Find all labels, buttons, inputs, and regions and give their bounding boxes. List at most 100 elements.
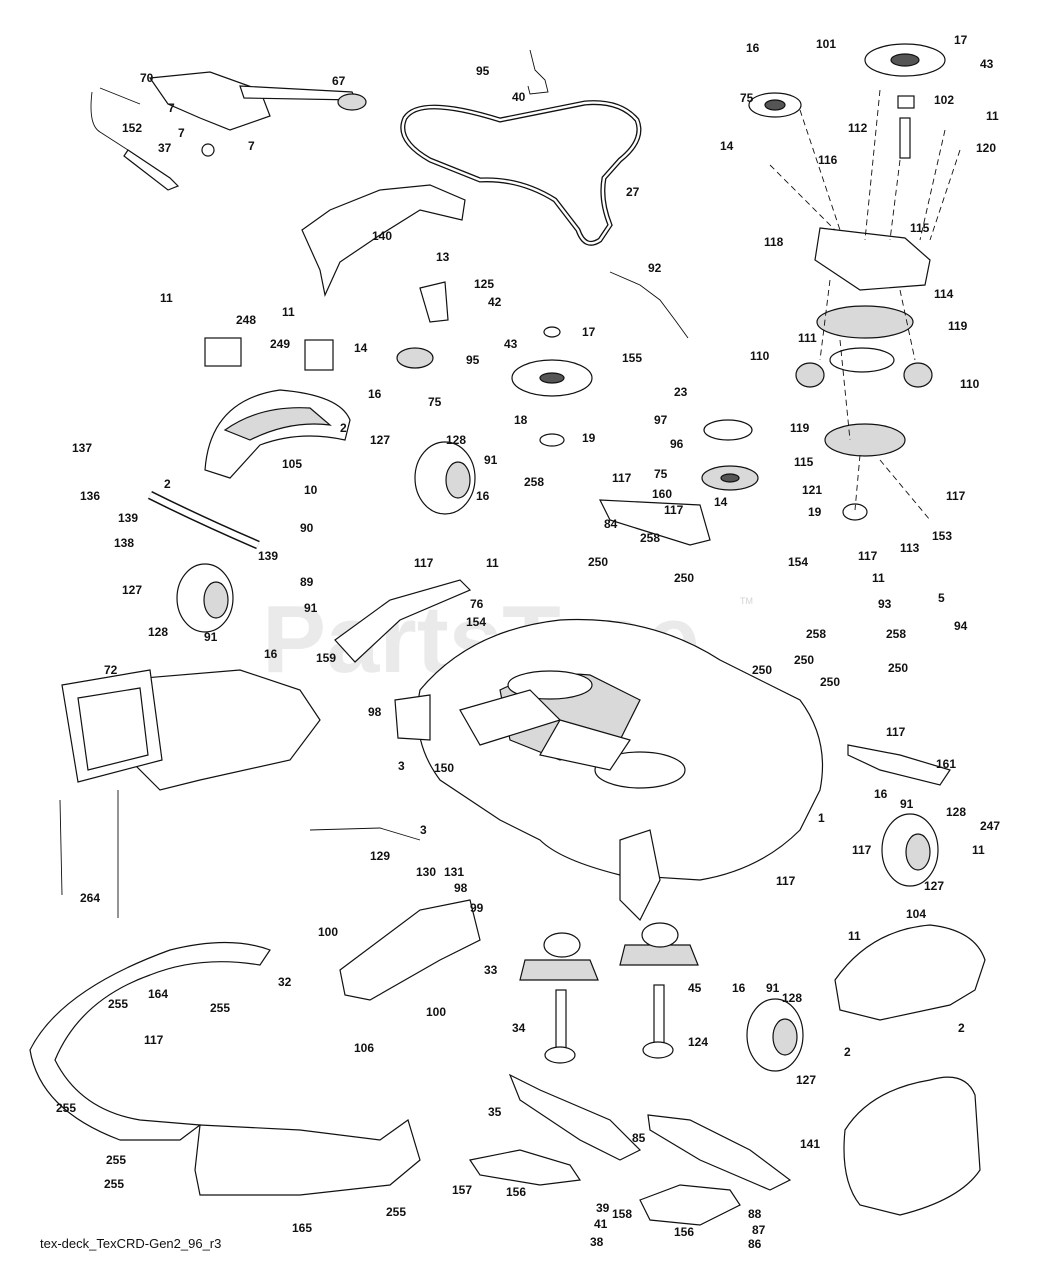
part-label: 23 [674, 385, 688, 399]
part-label: 43 [504, 337, 518, 351]
part-label: 14 [354, 341, 368, 355]
part-label: 117 [946, 489, 966, 503]
part-label: 155 [622, 351, 642, 365]
part-label: 115 [794, 455, 814, 469]
part-label: 70 [140, 71, 154, 85]
part-label: 255 [386, 1205, 406, 1219]
part-label: 5 [938, 591, 945, 605]
gauge-wheel-upper [414, 441, 476, 515]
part-label: 137 [72, 441, 92, 455]
part-label: 17 [582, 325, 596, 339]
part-label: 45 [688, 981, 702, 995]
part-label: 91 [484, 453, 498, 467]
part-labels: 70 67 7 7 152 37 7 95 40 27 16 101 17 43… [56, 33, 1000, 1251]
part-label: 124 [688, 1035, 708, 1049]
gauge-wheel-lower [746, 998, 804, 1072]
part-label: 11 [282, 305, 295, 319]
part-label: 139 [258, 549, 278, 563]
watermark-tm: TM [740, 596, 753, 606]
gauge-wheel-left [176, 563, 234, 633]
part-label: 113 [900, 541, 920, 555]
part-label: 115 [910, 221, 930, 235]
part-label: 96 [670, 437, 684, 451]
part-label: 255 [56, 1101, 76, 1115]
part-label: 140 [372, 229, 392, 243]
part-label: 119 [948, 319, 968, 333]
part-label: 110 [750, 349, 770, 363]
rod [309, 827, 421, 841]
part-label: 16 [746, 41, 760, 55]
deflector-lower [843, 1076, 981, 1216]
part-label: 117 [664, 503, 684, 517]
part-label: 11 [972, 843, 985, 857]
part-label: 250 [794, 653, 814, 667]
part-label: 125 [474, 277, 494, 291]
part-label: 98 [454, 881, 468, 895]
part-label: 255 [108, 997, 128, 1011]
part-label: 94 [954, 619, 968, 633]
part-label: 72 [104, 663, 118, 677]
part-label: 38 [590, 1235, 604, 1249]
spindles [519, 922, 699, 1064]
part-label: 160 [652, 487, 672, 501]
part-label: 138 [114, 536, 134, 550]
part-label: 250 [888, 661, 908, 675]
part-label: 105 [282, 457, 302, 471]
part-label: 156 [674, 1225, 694, 1239]
part-label: 102 [934, 93, 954, 107]
gearbox-stack [748, 43, 961, 521]
part-label: 258 [640, 531, 660, 545]
part-label: 39 [596, 1201, 610, 1215]
part-label: 43 [980, 57, 994, 71]
part-label: 152 [122, 121, 142, 135]
mower-deck [394, 618, 823, 922]
part-label: 250 [674, 571, 694, 585]
part-label: 114 [934, 287, 954, 301]
part-label: 117 [852, 843, 872, 857]
part-label: 91 [304, 601, 318, 615]
part-label: 14 [714, 495, 728, 509]
part-label: 27 [626, 185, 640, 199]
part-label: 248 [236, 313, 256, 327]
part-label: 16 [476, 489, 490, 503]
lift-lever-assembly [90, 71, 367, 191]
part-label: 100 [318, 925, 338, 939]
part-label: 98 [368, 705, 382, 719]
center-pulley [511, 326, 593, 447]
part-label: 1 [818, 811, 825, 825]
part-label: 255 [210, 1001, 230, 1015]
part-label: 117 [776, 874, 796, 888]
part-label: 127 [924, 879, 944, 893]
part-label: 120 [976, 141, 996, 155]
part-label: 139 [118, 511, 138, 525]
part-label: 258 [806, 627, 826, 641]
part-label: 95 [476, 64, 490, 78]
part-label: 131 [444, 865, 464, 879]
part-label: 161 [936, 757, 956, 771]
part-label: 117 [144, 1033, 164, 1047]
part-label: 16 [732, 981, 746, 995]
lift-arm [339, 899, 481, 1001]
part-label: 156 [506, 1185, 526, 1199]
part-label: 154 [788, 555, 808, 569]
part-label: 127 [796, 1073, 816, 1087]
part-label: 11 [986, 109, 999, 123]
part-label: 2 [340, 421, 347, 435]
part-label: 158 [612, 1207, 632, 1221]
part-label: 88 [748, 1207, 762, 1221]
blades [469, 1073, 792, 1226]
part-label: 264 [80, 891, 100, 905]
part-label: 86 [748, 1237, 762, 1251]
part-label: 7 [168, 101, 175, 115]
part-label: 76 [470, 597, 484, 611]
part-label: 153 [932, 529, 952, 543]
belt-cover [301, 184, 466, 297]
part-label: 16 [874, 787, 888, 801]
cable [59, 790, 119, 918]
part-label: 165 [292, 1221, 312, 1235]
part-label: 67 [332, 74, 346, 88]
part-label: 2 [958, 1021, 965, 1035]
part-label: 159 [316, 651, 336, 665]
baffle-right [847, 744, 951, 786]
